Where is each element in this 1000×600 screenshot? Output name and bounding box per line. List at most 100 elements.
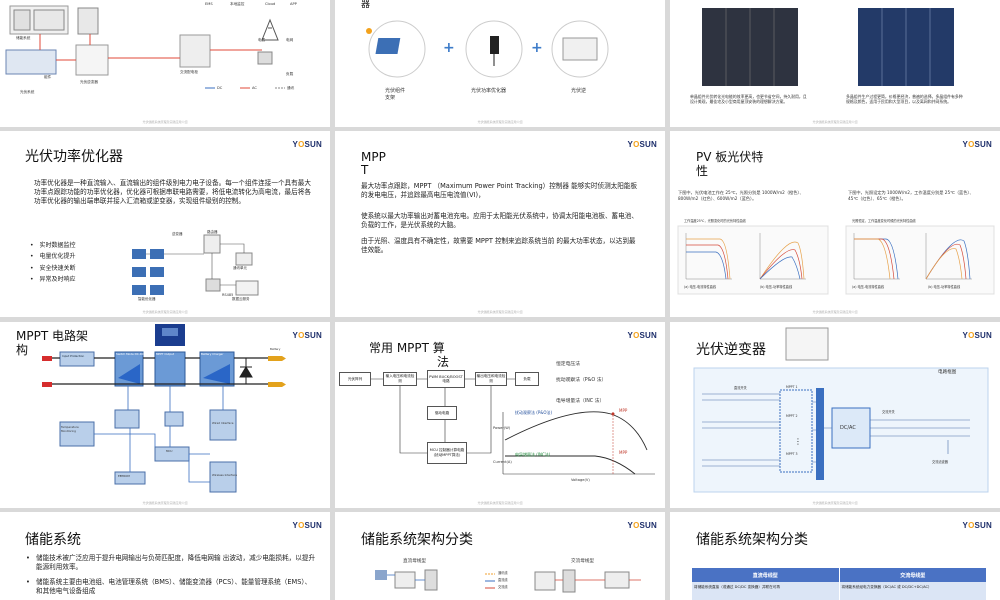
label-ac-cabinet: 交流配电柜	[180, 70, 198, 74]
inc-curve-label: 电导增量法 (INC法)	[515, 452, 551, 457]
block-output-detect: 输出电压和电流检测	[475, 372, 507, 386]
chart-title-left: 工作温度25℃，光照变化时的光伏特性曲线	[684, 219, 746, 223]
label-mppt1: MPPT 1	[786, 385, 798, 389]
label-load: 负载	[286, 72, 294, 76]
label-pv-system: 光伏系统	[20, 90, 35, 94]
label-storage: 储能系统	[16, 36, 31, 40]
block-label: Input Protection	[62, 354, 85, 358]
diagram-label: 逆变器	[172, 232, 183, 236]
feature-item: 实时数据监控	[30, 240, 76, 251]
slide-footer: 光伏储能系统原理及实践应用介绍	[142, 501, 188, 505]
slide-mppt-circuit[interactable]: YOSUN MPPT 电路架 构 Input Protection Switch…	[0, 322, 330, 508]
y-axis-label-power: Power(W)	[493, 426, 511, 430]
architecture-diagrams	[375, 569, 641, 593]
slide-footer: 光伏储能系统原理及实践应用介绍	[812, 120, 858, 124]
block-label: Wireless Interface	[212, 473, 238, 477]
slide-storage-architecture[interactable]: YOSUN 储能系统架构分类 直流母线型 交流母线型 通讯线 直流线 交流线	[335, 512, 665, 600]
slide-title: 储能系统	[25, 532, 81, 548]
feature-item: 异常及时响应	[30, 274, 76, 285]
block-mcu: MCU 控制器计算电路(扰动MPPT算法)	[427, 442, 467, 464]
yosun-logo: YOSUN	[292, 331, 322, 340]
system-wiring-diagram	[5, 5, 285, 89]
legend-dc: DC	[217, 86, 223, 90]
table-row: 将储能系统直接（或通过 DC/DC 变换器）并联在可再 将储能系统经电力变换器（…	[692, 582, 986, 600]
slide-title-line2: 性	[696, 164, 709, 178]
label-ac-filter: 交流滤波器	[932, 460, 948, 464]
bullet-mark: •	[26, 554, 30, 562]
slide-footer: 光伏储能系统原理及实践应用介绍	[477, 501, 523, 505]
component-label-optimizer: 光伏功率优化器	[471, 88, 507, 94]
legend-ac: 交流线	[498, 585, 508, 589]
slide-pv-inverter[interactable]: YOSUN 光伏逆变器 ⋮ 电路框图 直流开关 MPPT 1 MPPT 2 MP…	[670, 322, 1000, 508]
bullet-text: 储能系统主要由电池组、电池管理系统（BMS）、储能变流器（PCS）、能量管理系统…	[36, 578, 312, 595]
x-axis-label: Voltage(V)	[571, 478, 590, 482]
yosun-logo: YOSUN	[292, 140, 322, 149]
slide-power-optimizer[interactable]: YOSUN 光伏功率优化器 功率优化器是一种直流输入、直流输出的组件级别电力电子…	[0, 131, 330, 317]
table-cell: 将储能系统直接（或通过 DC/DC 变换器）并联在可再	[692, 582, 840, 600]
mono-caption: 单晶组件光伏转化光电能的效率更高，也更节省空间，持久耐用，且设计美观，最佳宅及小…	[690, 94, 807, 105]
yosun-logo: YOSUN	[962, 331, 992, 340]
caption-b: (b) 电压-功率特性曲线	[760, 285, 793, 289]
slide-module-types[interactable]: 单晶组件光伏转化光电能的效率更高，也更节省空间，持久耐用，且设计美观，最佳宅及小…	[670, 0, 1000, 127]
label-module: 组件	[44, 75, 52, 79]
method-2: 扰动观察法（P&O 法）	[556, 378, 607, 383]
comparison-table: 直流母线型 交流母线型 将储能系统直接（或通过 DC/DC 变换器）并联在可再 …	[692, 568, 986, 600]
label-ac-switch: 交流开关	[882, 410, 895, 414]
diagram-label: 数据云服务	[232, 297, 250, 301]
block-label: Battery	[270, 347, 281, 351]
slide-pv-components[interactable]: 器 + + 光伏组件 支架 光伏功率优化器 光伏逆 光伏储能系统原理及实践应用介…	[335, 0, 665, 127]
table-header-dc: 直流母线型	[692, 568, 840, 582]
slide-title-line1: 常用 MPPT 算	[369, 341, 445, 355]
left-description: 下图中，光伏电池工作在 25℃，光照分别是 1000W/m2（橙色）、800W/…	[678, 190, 804, 201]
mpp-label: MPP	[619, 408, 628, 413]
diagram-label: 智能优化器	[138, 297, 156, 301]
legend-comm: 通讯线	[498, 571, 508, 575]
mpp-label: MPP	[619, 450, 628, 455]
bullet-1: •储能技术被广泛应用于提升电网输出与负荷匹配度，降低电网输 出波动，减少电能损耗…	[26, 554, 316, 572]
slide-title-line2: 构	[16, 343, 29, 357]
slide-title: 光伏逆变器	[696, 342, 766, 358]
right-description: 下图中，光照设定为 1000W/m2，工作温度分别是 25℃（蓝色）、45℃（红…	[848, 190, 974, 201]
slide-storage-architecture-table[interactable]: YOSUN 储能系统架构分类 直流母线型 交流母线型 将储能系统直接（或通过 D…	[670, 512, 1000, 600]
slide-storage-system[interactable]: YOSUN 储能系统 •储能技术被广泛应用于提升电网输出与负荷匹配度，降低电网输…	[0, 512, 330, 600]
caption-b: (b) 电压-功率特性曲线	[928, 285, 961, 289]
slide-system-diagram[interactable]: 储能系统 光伏逆变器 组件 光伏系统 交流配电柜 电表 电网 负载 DC AC …	[0, 0, 330, 127]
slide-title-line1: MPP	[361, 150, 386, 164]
bullet-mark: •	[26, 578, 30, 586]
component-label-inverter: 光伏逆	[571, 88, 587, 94]
block-driver: 驱动电路	[427, 406, 457, 420]
left-diagram-label: 直流母线型	[403, 559, 426, 564]
table-cell: 将储能系统经电力变换器（DC/AC 或 DC/DC+DC/AC）	[841, 585, 932, 589]
block-input-detect: 输入电压和电流检测	[383, 372, 417, 386]
block-label: Switch Mode DC-DC	[116, 352, 144, 356]
inverter-block-diagram: ⋮	[693, 327, 989, 493]
slide-mppt-intro[interactable]: YOSUN MPP T 最大功率点跟踪，MPPT （Maximum Power …	[335, 131, 665, 317]
poly-caption: 多晶组件生产过程更简，价格更经济，普遍的选择。多晶组件有多种规格及颜色，适用于民…	[846, 94, 963, 105]
diagram-label: 通讯单元	[233, 266, 247, 270]
yosun-logo: YOSUN	[627, 331, 657, 340]
yosun-logo: YOSUN	[627, 140, 657, 149]
diagram-label: 路由器	[207, 230, 218, 234]
caption-a: (a) 电压-电流特性曲线	[852, 285, 885, 289]
method-3: 电导增量法（INC 法）	[556, 399, 605, 404]
slide-body: 功率优化器是一种直流输入、直流输出的组件级别电力电子设备。每一个组件连接一个具有…	[34, 179, 311, 205]
yosun-logo: YOSUN	[962, 521, 992, 530]
pv-curves	[677, 225, 995, 295]
mppt-block-diagram	[42, 324, 286, 493]
y-axis-label-current: Current(A)	[493, 460, 512, 464]
slide-body-p1: 最大功率点跟踪，MPPT （Maximum Power Point Tracki…	[361, 182, 638, 199]
chart-title-right: 光照恒定，工作温度变化时候的光伏特性曲线	[852, 219, 916, 223]
right-diagram-label: 交流母线型	[571, 559, 594, 564]
block-label: Wired Interface	[212, 421, 234, 425]
slide-title: 光伏功率优化器	[25, 149, 123, 165]
label-local-monitor: 本地监控	[230, 2, 245, 6]
label-grid: 电网	[286, 38, 294, 42]
block-label: Temperature Monitoring	[61, 425, 79, 433]
slide-mppt-algorithms[interactable]: YOSUN 常用 MPPT 算 法 光伏阵列 输入电压和电流检测 PWM BUC…	[335, 322, 665, 508]
legend-comm: 通讯	[287, 86, 295, 90]
diagram-title: 电路框图	[938, 370, 957, 375]
svg-text:⋮: ⋮	[794, 437, 802, 446]
legend-ac: AC	[252, 86, 257, 90]
slide-pv-characteristics[interactable]: YOSUN PV 板光伏特 性 下图中，光伏电池工作在 25℃，光照分别是 10…	[670, 131, 1000, 317]
slide-footer: 光伏储能系统原理及实践应用介绍	[477, 310, 523, 314]
